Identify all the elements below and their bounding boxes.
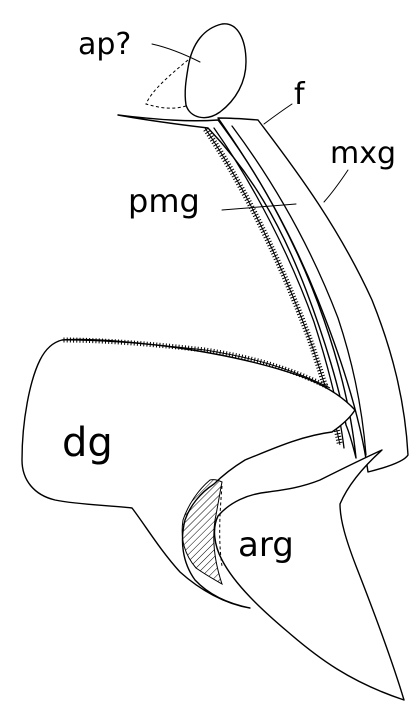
label-mxg: mxg <box>330 136 396 171</box>
tooth-tick <box>266 361 267 366</box>
tooth-tick <box>175 344 176 349</box>
label-arg: arg <box>238 525 294 565</box>
tooth-tick <box>248 356 249 361</box>
tooth-tick <box>227 166 232 169</box>
tooth-tick <box>223 351 224 356</box>
leader-mxg <box>324 170 348 202</box>
tooth-tick <box>198 347 199 352</box>
tooth-tick <box>238 354 239 359</box>
tooth-tick <box>226 351 227 356</box>
tooth-tick <box>335 436 341 437</box>
tooth-tick <box>172 344 173 349</box>
tooth-tick <box>221 156 226 159</box>
tooth-tick <box>335 433 341 434</box>
tooth-tick <box>182 345 183 350</box>
tooth-tick <box>263 360 264 365</box>
tooth-tick <box>209 136 214 139</box>
label-dg: dg <box>62 420 113 466</box>
tooth-tick <box>195 346 196 351</box>
tooth-tick <box>212 141 217 144</box>
tooth-tick <box>204 347 205 352</box>
tooth-tick <box>215 146 220 149</box>
tooth-tick <box>218 151 223 154</box>
tooth-tick <box>205 131 210 134</box>
label-f: f <box>294 77 306 112</box>
tooth-tick <box>229 352 230 357</box>
tooth-tick <box>213 143 218 146</box>
tooth-tick <box>220 350 221 355</box>
tooth-tick <box>232 353 233 358</box>
tooth-tick <box>179 345 180 350</box>
tooth-tick <box>224 161 229 164</box>
ascending-process <box>185 24 246 118</box>
tooth-tick <box>207 133 212 136</box>
label-pmg: pmg <box>128 182 200 220</box>
articular-bone <box>215 450 404 700</box>
tooth-tick <box>337 442 343 443</box>
tooth-tick <box>336 439 342 440</box>
tooth-tick <box>204 128 209 131</box>
tooth-tick <box>272 363 273 368</box>
tooth-tick <box>188 346 189 351</box>
tooth-tick <box>269 362 270 367</box>
ascending-process-dashed <box>146 60 188 108</box>
tooth-tick <box>257 358 258 363</box>
tooth-tick <box>185 345 186 350</box>
leader-f <box>264 104 292 124</box>
tooth-tick <box>226 164 231 167</box>
tooth-tick <box>251 357 252 362</box>
tooth-tick <box>210 138 215 141</box>
tooth-tick <box>242 355 243 360</box>
tooth-tick <box>223 159 228 162</box>
label-ap: ap? <box>78 27 131 62</box>
tooth-tick <box>245 355 246 360</box>
tooth-tick <box>260 359 261 364</box>
tooth-tick <box>254 358 255 363</box>
tooth-tick <box>220 153 225 156</box>
tooth-tick <box>191 346 192 351</box>
tooth-tick <box>217 148 222 151</box>
tooth-tick <box>201 347 202 352</box>
tooth-tick <box>235 353 236 358</box>
